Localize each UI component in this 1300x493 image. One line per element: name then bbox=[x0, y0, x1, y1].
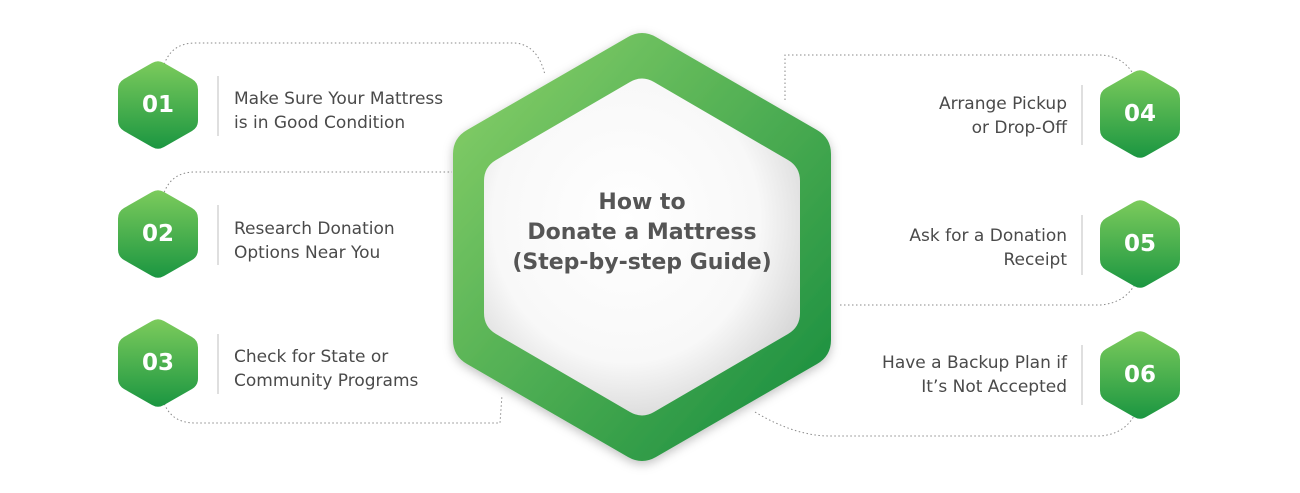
step-number-05: 05 bbox=[1123, 231, 1156, 257]
connector-line-01 bbox=[162, 42, 546, 76]
step-label-04-line1: Arrange Pickup bbox=[939, 94, 1067, 114]
hexagon-02 bbox=[118, 190, 198, 278]
center-hexagon-inner bbox=[484, 78, 800, 416]
step-label-03-line2: Community Programs bbox=[234, 371, 419, 391]
title-line-2: Donate a Mattress bbox=[527, 220, 757, 245]
hexagon-03 bbox=[118, 319, 198, 407]
step-number-06: 06 bbox=[1123, 362, 1156, 388]
title-line-1: How to bbox=[598, 190, 686, 215]
page-title: How to Donate a Mattress (Step-by-step G… bbox=[492, 188, 792, 278]
connector-lines bbox=[162, 42, 1138, 437]
connector-line-04 bbox=[784, 54, 1138, 100]
step-label-01-line2: is in Good Condition bbox=[234, 113, 406, 133]
step-label-01: Make Sure Your Mattress is in Good Condi… bbox=[234, 87, 443, 135]
hexagon-06 bbox=[1100, 331, 1180, 419]
step-label-02-line1: Research Donation bbox=[234, 219, 395, 239]
step-label-02-line2: Options Near You bbox=[234, 243, 381, 263]
hexagon-01 bbox=[118, 61, 198, 149]
step-label-04: Arrange Pickup or Drop-Off bbox=[939, 92, 1067, 140]
step-label-05-line2: Receipt bbox=[1003, 250, 1068, 270]
separators bbox=[217, 76, 1083, 405]
step-label-03: Check for State or Community Programs bbox=[234, 345, 418, 393]
step-label-05: Ask for a Donation Receipt bbox=[909, 224, 1067, 272]
hexagon-04 bbox=[1100, 70, 1180, 158]
step-label-06: Have a Backup Plan if It’s Not Accepted bbox=[882, 351, 1067, 399]
step-number-01: 01 bbox=[141, 92, 174, 118]
title-line-3: (Step-by-step Guide) bbox=[512, 250, 772, 275]
connector-line-05 bbox=[840, 279, 1138, 306]
step-number-02: 02 bbox=[141, 221, 174, 247]
step-label-03-line1: Check for State or bbox=[234, 347, 389, 367]
connector-line-02 bbox=[162, 171, 452, 197]
connector-line-03 bbox=[162, 394, 503, 424]
step-label-04-line2: or Drop-Off bbox=[971, 118, 1067, 138]
connector-line-06 bbox=[754, 409, 1138, 437]
step-number-03: 03 bbox=[141, 350, 174, 376]
step-label-06-line1: Have a Backup Plan if bbox=[882, 353, 1067, 373]
step-label-06-line2: It’s Not Accepted bbox=[921, 377, 1067, 397]
step-label-01-line1: Make Sure Your Mattress bbox=[234, 89, 444, 109]
step-number-04: 04 bbox=[1123, 101, 1156, 127]
step-label-05-line1: Ask for a Donation bbox=[909, 226, 1067, 246]
hexagon-05 bbox=[1100, 200, 1180, 288]
step-hexagons bbox=[118, 61, 1180, 419]
step-label-02: Research Donation Options Near You bbox=[234, 217, 395, 265]
